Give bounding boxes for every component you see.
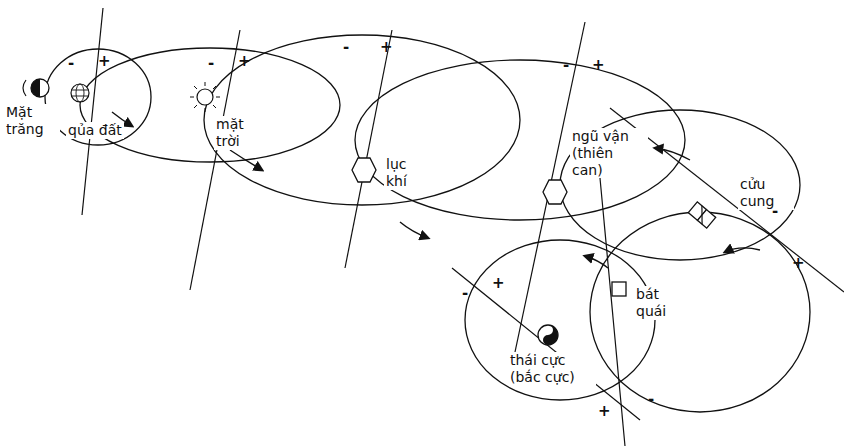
polarity-sign: - (772, 204, 778, 219)
polarity-sign: - (648, 392, 654, 407)
orbit-label: Mặt trăng (4, 104, 60, 138)
polarity-sign: + (592, 58, 605, 73)
orbit-label: ngũ vận (thiên can) (570, 128, 648, 178)
polarity-sign: + (238, 54, 251, 69)
polarity-sign: - (343, 40, 349, 55)
polarity-sign: + (380, 40, 393, 55)
polarity-sign: - (68, 56, 74, 71)
polarity-sign: + (492, 276, 505, 291)
polarity-sign: + (598, 404, 611, 419)
orbit-label: qủa đất (66, 122, 124, 139)
polarity-sign: - (208, 56, 214, 71)
orbit-label: mặt trời (214, 116, 268, 150)
orbit-label: bát quái (634, 286, 688, 320)
orbit-label: cửu cung (738, 176, 794, 210)
orbit-label: lục khí (384, 156, 432, 190)
polarity-sign: - (462, 286, 468, 301)
orbit-label: thái cực (bắc cực) (508, 352, 596, 386)
polarity-sign: - (563, 58, 569, 73)
polarity-sign: + (792, 256, 805, 271)
polarity-sign: + (98, 54, 111, 69)
